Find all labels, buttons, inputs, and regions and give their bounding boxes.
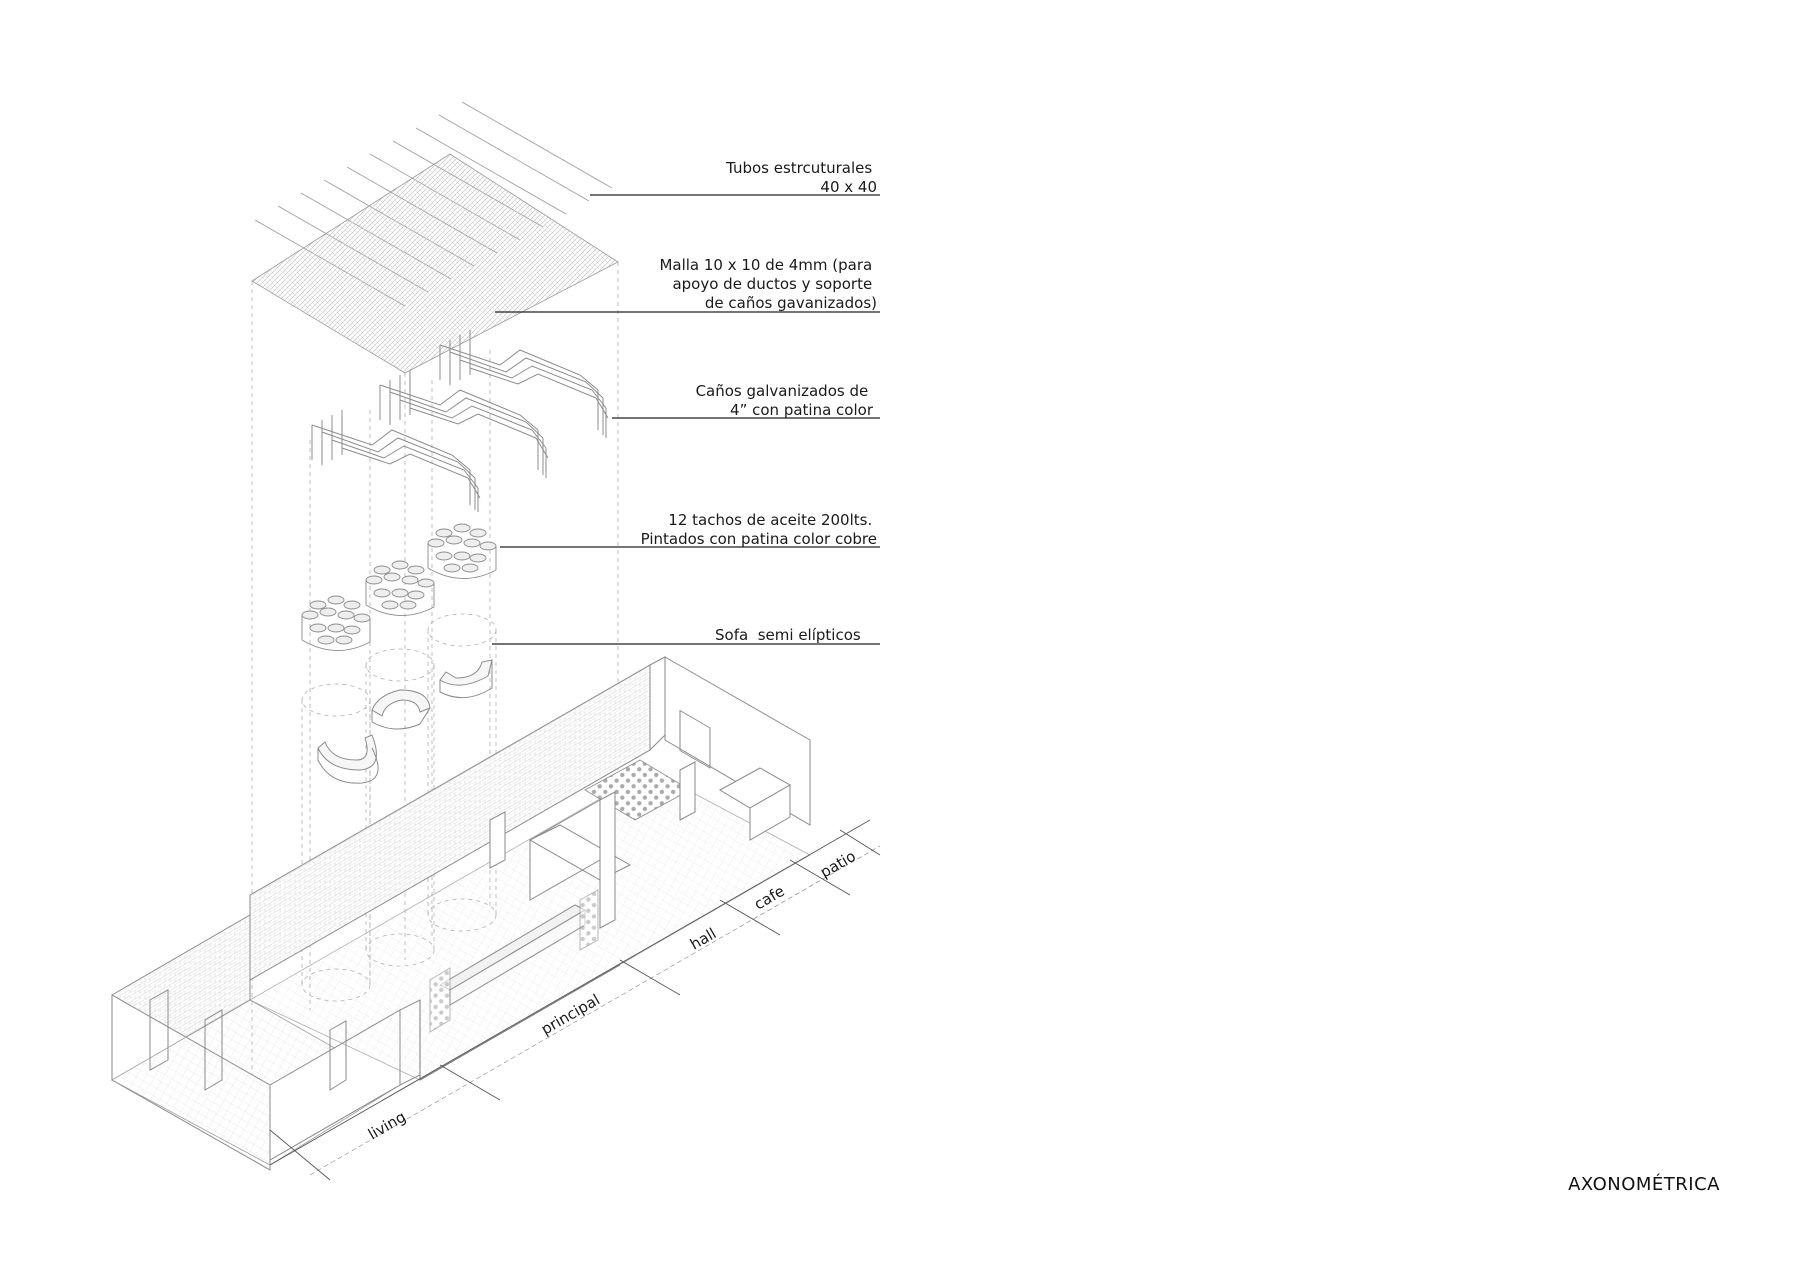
galvanized-pipes	[311, 330, 609, 512]
annotation-tubos-line-1: Tubos estrcuturales	[725, 159, 872, 177]
annotation-sofa-line-1: Sofa semi elípticos	[715, 626, 861, 644]
annotation-tachos-line-1: 12 tachos de aceite 200lts.	[668, 511, 872, 529]
annotation-malla-line-3: de caños gavanizados)	[705, 294, 877, 312]
annotation-malla-line-2: apoyo de ductos y soporte	[672, 275, 872, 293]
annotation-malla-line-1: Malla 10 x 10 de 4mm (para	[659, 256, 872, 274]
zone-label-cafe: cafe	[751, 882, 788, 914]
annotation-tachos: 12 tachos de aceite 200lts. Pintados con…	[641, 511, 877, 548]
annotation-malla: Malla 10 x 10 de 4mm (para apoyo de duct…	[659, 256, 877, 312]
sofas	[317, 659, 493, 784]
annotation-tachos-line-2: Pintados con patina color cobre	[641, 530, 877, 548]
annotation-canos: Caños galvanizados de 4” con patina colo…	[696, 382, 874, 419]
annotation-sofa: Sofa semi elípticos	[0, 0, 875, 644]
page-title: AXONOMÉTRICA	[1568, 1173, 1720, 1195]
mesh-grid	[251, 153, 619, 374]
building-shell	[111, 656, 811, 1171]
annotation-tubos-line-2: 40 x 40	[820, 178, 877, 196]
annotation-leaders	[492, 194, 880, 645]
annotation-canos-line-2: 4” con patina color	[730, 401, 874, 419]
zone-dimension-line	[269, 819, 881, 1181]
annotation-tubos: Tubos estrcuturales 40 x 40	[725, 159, 877, 196]
oil-drums	[301, 523, 497, 651]
zone-label-patio: patio	[817, 847, 859, 882]
zone-label-living: living	[365, 1108, 409, 1144]
zone-label-hall: hall	[687, 924, 719, 953]
annotation-canos-line-1: Caños galvanizados de	[696, 382, 869, 400]
